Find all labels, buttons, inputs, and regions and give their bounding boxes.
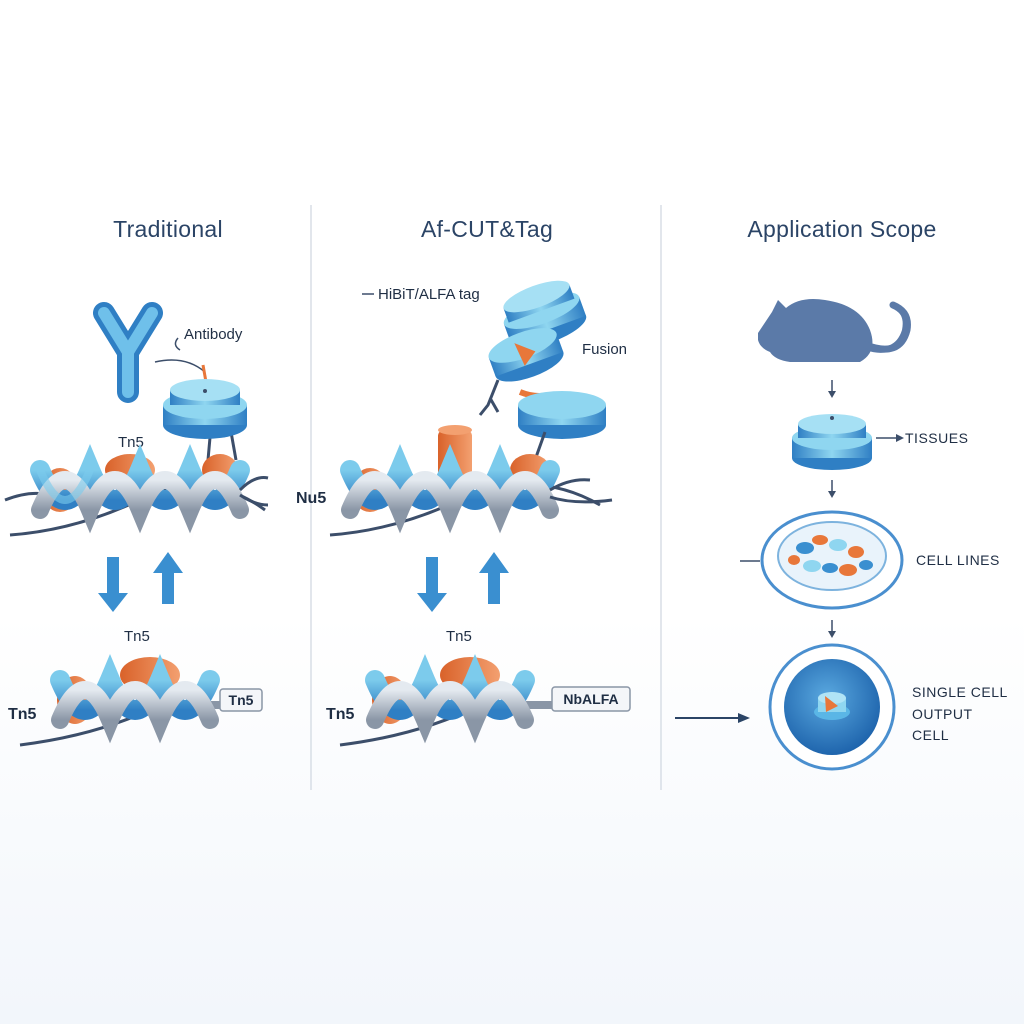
tn5-disc-icon	[518, 391, 606, 461]
antibody-pointer	[174, 337, 181, 351]
single-cell-label-3: CELL	[912, 727, 949, 743]
tag-box-label: Tn5	[229, 692, 254, 708]
tag-label: HiBiT/ALFA tag	[378, 286, 480, 303]
tn5-top-label: Tn5	[118, 434, 144, 451]
tissues-pointer	[876, 434, 904, 442]
single-cell-input-arrow	[675, 713, 750, 723]
antibody-link	[154, 359, 206, 373]
connector-arrow-3	[828, 620, 836, 638]
tn5-left-af-label: Tn5	[326, 706, 355, 723]
panel-traditional: Traditional Antibody Tn5	[4, 216, 269, 747]
single-cell-label-2: OUTPUT	[912, 706, 973, 722]
tn5-middle-af-label: Tn5	[446, 628, 472, 645]
tissues-label: TISSUES	[905, 430, 968, 446]
tn5-left-label: Tn5	[8, 706, 37, 723]
panel-af-cut-tag-title: Af-CUT&Tag	[421, 216, 553, 242]
antibody-label: Antibody	[184, 326, 243, 343]
panel-application-title: Application Scope	[747, 216, 936, 242]
single-cell-label-1: SINGLE CELL	[912, 684, 1008, 700]
tag-box: Tn5	[219, 688, 263, 712]
petri-dish-icon	[760, 510, 904, 610]
mouse-icon	[758, 299, 911, 362]
arrow-down-icon	[98, 557, 128, 612]
nbalfa-box: NbALFA	[551, 686, 631, 712]
nbalfa-label: NbALFA	[563, 691, 618, 707]
arrow-up-icon	[153, 552, 183, 604]
dna-helix-af-bottom-icon	[339, 654, 552, 747]
tn5-complex-icon	[163, 379, 247, 461]
panel-application-scope: Application Scope TISSUES	[675, 216, 1008, 771]
panel-af-cut-tag: Af-CUT&Tag HiBiT/ALFA tag Fusion	[296, 216, 631, 747]
arrow-up-af-icon	[479, 552, 509, 604]
antibody-icon	[93, 302, 163, 403]
dna-helix-af-icon	[329, 444, 613, 537]
single-cell-icon	[768, 643, 896, 771]
connector-arrow-1	[828, 380, 836, 398]
dna-helix-bottom-icon	[19, 654, 225, 747]
connector-arrow-2	[828, 480, 836, 498]
tissues-icon	[792, 414, 872, 470]
fusion-label: Fusion	[582, 341, 627, 358]
panel-traditional-title: Traditional	[113, 216, 223, 242]
arrow-down-af-icon	[417, 557, 447, 612]
tn5-middle-label: Tn5	[124, 628, 150, 645]
nu5-label: Nu5	[296, 490, 326, 507]
dna-helix-icon	[4, 444, 269, 537]
cell-lines-label: CELL LINES	[916, 552, 1000, 568]
fusion-complex-icon	[478, 280, 587, 416]
